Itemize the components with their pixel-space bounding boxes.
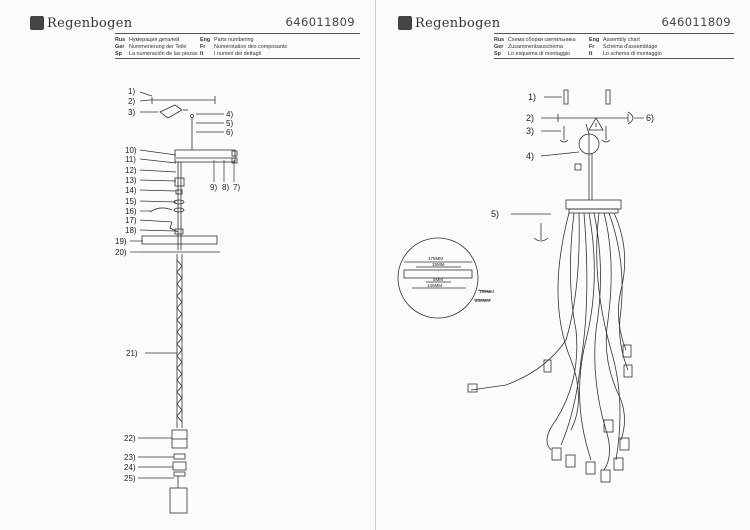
- step-label: 6): [646, 113, 654, 123]
- lamp-cap: [619, 437, 630, 451]
- dimension-label: 180MM: [479, 289, 494, 294]
- dimension-label: 5MM: [433, 277, 443, 282]
- lampholder: [172, 461, 187, 471]
- part-label: 4): [226, 110, 233, 119]
- lamp-cap: [585, 461, 596, 475]
- lamp-cap: [543, 359, 552, 373]
- flexible-arm: [593, 212, 610, 471]
- part-label: 22): [124, 434, 136, 443]
- step-label: 3): [526, 126, 534, 136]
- part-label: 11): [125, 155, 136, 164]
- dimension-label: 175MM: [428, 256, 443, 261]
- lamp-cap: [622, 344, 632, 358]
- part-label: 1): [128, 87, 135, 96]
- header-rule: [494, 33, 734, 34]
- product-code: 646011809: [285, 15, 355, 29]
- header-rule: [115, 33, 360, 34]
- part-label: 23): [124, 453, 136, 462]
- brand-logo: Regenbogen: [398, 12, 500, 34]
- brand-logo: Regenbogen: [30, 12, 132, 34]
- flexible-arm: [596, 212, 621, 461]
- lamp-cap: [613, 457, 624, 471]
- step-label: 2): [526, 113, 534, 123]
- flexible-arm: [613, 212, 627, 351]
- brand-logo-mark: [30, 16, 44, 30]
- product-code: 646011809: [661, 15, 731, 29]
- lamp-cap: [600, 469, 611, 483]
- exploded-parts-diagram: 1) 2) 3) 4) 5) 6) 7) 8) 9) 10) 11) 12) 1…: [115, 87, 240, 514]
- terminal-block: [174, 149, 236, 163]
- warning-icon: [588, 117, 604, 131]
- part-label: 21): [126, 349, 138, 358]
- assembly-diagram: 1) 2) 3) 4) 5) 6) 175MM 15MM 5MM 140MM 1…: [397, 89, 654, 483]
- caption-rule: [115, 58, 360, 59]
- screw-icon: [563, 89, 569, 105]
- part-label: 12): [125, 166, 137, 175]
- screw-icon: [605, 89, 611, 105]
- lamp-cap: [565, 454, 576, 468]
- flexible-arm: [557, 212, 579, 431]
- part-label: 6): [226, 128, 233, 137]
- part-label: 20): [115, 248, 127, 257]
- part-label: 25): [124, 474, 136, 483]
- flexible-arm: [546, 212, 578, 451]
- lamp-cap: [603, 419, 614, 433]
- step-label: 1): [528, 92, 536, 102]
- screw-block: [159, 104, 183, 119]
- caption-rule: [494, 58, 734, 59]
- dimension-label: 140MM: [427, 283, 442, 288]
- rotate-arrow-icon: [627, 111, 634, 125]
- part-label: 17): [125, 216, 137, 225]
- flexible-arm: [579, 212, 595, 461]
- lamp-cap: [169, 487, 188, 514]
- brand-name: Regenbogen: [47, 15, 133, 31]
- part-label: 15): [125, 197, 137, 206]
- part-label: 5): [226, 119, 233, 128]
- flexible-arm: [608, 212, 629, 371]
- part-label: 8): [222, 183, 229, 192]
- part-label: 24): [124, 463, 136, 472]
- part-label: 19): [115, 237, 127, 246]
- lamp-cap: [467, 383, 478, 393]
- part-label: 13): [125, 176, 137, 185]
- dimension-label: 250MM: [475, 298, 490, 303]
- canopy-plate: [565, 199, 622, 210]
- step-label: 5): [491, 209, 499, 219]
- lamp-cap: [623, 364, 633, 378]
- flexible-arm: [603, 212, 625, 441]
- lamp-cap: [551, 447, 562, 461]
- part-label: 3): [128, 108, 135, 117]
- part-label: 10): [125, 146, 137, 155]
- cable-hook: [149, 207, 173, 213]
- brand-name: Regenbogen: [415, 15, 501, 31]
- part-label: 16): [125, 207, 137, 216]
- dimension-label: 15MM: [432, 262, 445, 267]
- brand-logo-mark: [398, 16, 412, 30]
- flexible-arm: [470, 212, 580, 391]
- canopy-plate: [141, 235, 218, 245]
- part-label: 7): [233, 183, 240, 192]
- flexible-arm: [560, 212, 588, 446]
- part-label: 9): [210, 183, 217, 192]
- part-label: 14): [125, 186, 137, 195]
- part-label: 18): [125, 226, 137, 235]
- part-label: 2): [128, 97, 135, 106]
- step-label: 4): [526, 151, 534, 161]
- rotate-arrow-icon: [533, 237, 549, 242]
- mounting-template: [397, 237, 479, 319]
